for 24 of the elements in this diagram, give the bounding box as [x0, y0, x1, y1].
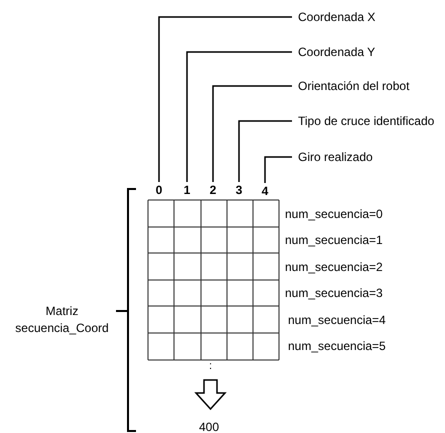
column-index: 3 — [233, 183, 245, 197]
column-description: Orientación del robot — [298, 79, 410, 93]
continuation-dots: : — [209, 359, 212, 373]
row-label: num_secuencia=4 — [288, 313, 386, 327]
leader-line — [186, 51, 292, 182]
column-description: Coordenada X — [298, 10, 376, 24]
column-index: 4 — [259, 184, 271, 198]
row-label: num_secuencia=0 — [285, 207, 383, 221]
matrix-name: Matriz secuencia_Coord — [14, 303, 110, 337]
row-count: 400 — [199, 420, 220, 433]
column-index: 2 — [207, 183, 219, 197]
row-label: num_secuencia=1 — [285, 233, 383, 247]
column-description: Giro realizado — [298, 150, 373, 164]
row-label: num_secuencia=3 — [285, 286, 383, 300]
leader-line — [264, 156, 292, 183]
column-description: Coordenada Y — [298, 45, 376, 59]
column-description: Tipo de cruce identificado — [298, 114, 434, 128]
leader-line — [212, 85, 292, 182]
column-index: 0 — [153, 183, 165, 197]
row-label: num_secuencia=5 — [288, 339, 386, 353]
column-index: 1 — [181, 183, 193, 197]
leader-line — [238, 120, 292, 182]
leader-line — [158, 16, 292, 182]
row-label: num_secuencia=2 — [285, 260, 383, 274]
